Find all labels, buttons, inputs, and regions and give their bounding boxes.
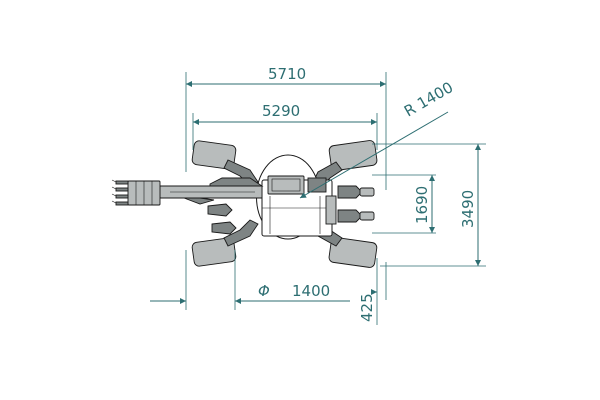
label-overall-depth: 3490 bbox=[459, 190, 477, 228]
label-inner-width: 1690 bbox=[413, 186, 431, 224]
label-diameter: 1400 bbox=[292, 282, 330, 300]
wheel-upper-right bbox=[328, 140, 378, 171]
bucket bbox=[111, 179, 161, 206]
label-turning-radius: R 1400 bbox=[401, 78, 456, 120]
wheel-lower-left bbox=[191, 237, 237, 267]
diameter-symbol: Φ bbox=[258, 282, 270, 300]
wheel-lower-right bbox=[328, 237, 378, 268]
dim-line-turning-radius bbox=[299, 111, 449, 199]
dimension-lines bbox=[150, 72, 486, 325]
leg-lower-left bbox=[223, 219, 259, 247]
label-offset: 425 bbox=[358, 293, 376, 322]
machine-top-view bbox=[111, 140, 378, 268]
wheel-upper-left bbox=[191, 140, 237, 170]
label-track-width: 5290 bbox=[262, 102, 300, 120]
label-overall-width: 5710 bbox=[268, 65, 306, 83]
